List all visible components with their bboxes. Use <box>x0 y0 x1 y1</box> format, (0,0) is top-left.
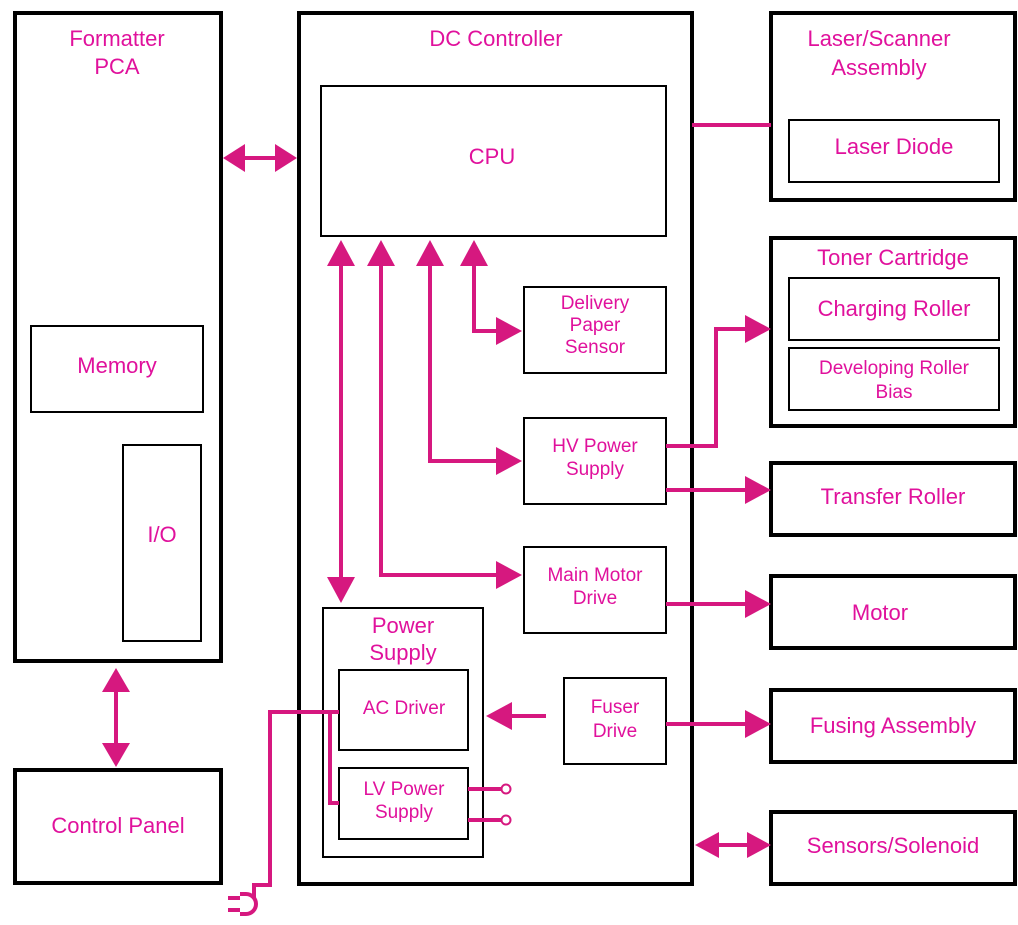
main-motor-drive-line2: Drive <box>573 588 617 609</box>
memory-label: Memory <box>77 353 156 378</box>
hv-toner-cartridge-line <box>666 315 771 448</box>
laser-scanner-title-line2: Assembly <box>831 55 926 80</box>
fuser-drive-line2: Drive <box>593 721 637 742</box>
hv-transfer-roller-line <box>666 476 771 504</box>
delivery-sensor-line1: Delivery <box>561 293 630 314</box>
cpu-power-supply-bus <box>327 240 355 603</box>
cpu-delivery-sensor-line <box>460 240 522 345</box>
formatter-dc-controller-bus <box>223 144 297 172</box>
control-panel-label: Control Panel <box>51 813 184 838</box>
lv-power-supply-line2: Supply <box>375 802 434 823</box>
toner-cartridge-title: Toner Cartridge <box>817 245 969 270</box>
ac-power-input-line <box>252 710 339 898</box>
formatter-title-line2: PCA <box>94 54 140 79</box>
cpu-label: CPU <box>469 144 515 169</box>
developing-roller-line2: Bias <box>876 382 913 403</box>
main-motor-drive-line1: Main Motor <box>547 565 643 586</box>
control-panel-block: Control Panel <box>13 768 223 885</box>
sensors-solenoid-bus <box>695 832 771 858</box>
motor-label: Motor <box>852 600 908 625</box>
charging-roller-label: Charging Roller <box>818 296 971 321</box>
lv-power-supply-line1: LV Power <box>364 779 446 800</box>
formatter-title-line1: Formatter <box>69 26 164 51</box>
fuser-drive-ac-driver-arrow <box>486 702 546 730</box>
dc-controller-block: DC Controller CPU Delivery Paper Sensor … <box>297 11 694 886</box>
cpu-hv-power-supply-line <box>416 240 522 475</box>
main-motor-drive-motor-line <box>666 590 771 618</box>
fusing-assembly-block: Fusing Assembly <box>769 688 1017 764</box>
laser-scanner-block: Laser/Scanner Assembly Laser Diode <box>769 11 1017 202</box>
fusing-assembly-label: Fusing Assembly <box>810 713 976 738</box>
toner-cartridge-block: Toner Cartridge Charging Roller Developi… <box>769 236 1017 428</box>
fuser-drive-fusing-line <box>666 710 771 738</box>
fuser-drive-line1: Fuser <box>591 697 640 718</box>
hv-power-supply-line1: HV Power <box>552 436 638 457</box>
laser-scanner-title-line1: Laser/Scanner <box>807 26 950 51</box>
cpu-main-motor-drive-line <box>367 240 522 589</box>
power-plug-icon <box>228 892 258 916</box>
formatter-pca-block: Formatter PCA Memory I/O <box>13 11 223 663</box>
power-supply-title-line2: Supply <box>369 640 436 665</box>
ac-driver-label: AC Driver <box>363 698 446 719</box>
hv-power-supply-line2: Supply <box>566 459 625 480</box>
io-label: I/O <box>147 522 176 547</box>
delivery-sensor-line3: Sensor <box>565 337 626 358</box>
laser-diode-label: Laser Diode <box>835 134 954 159</box>
sensors-solenoid-label: Sensors/Solenoid <box>807 833 979 858</box>
developing-roller-line1: Developing Roller <box>819 358 970 379</box>
lv-output-terminal-1 <box>468 783 512 795</box>
formatter-control-panel-bus <box>102 668 130 767</box>
dc-controller-title: DC Controller <box>429 26 562 51</box>
delivery-sensor-line2: Paper <box>570 315 621 336</box>
lv-output-terminal-2 <box>468 814 512 826</box>
power-supply-title-line1: Power <box>372 613 434 638</box>
sensors-solenoid-block: Sensors/Solenoid <box>769 810 1017 886</box>
transfer-roller-block: Transfer Roller <box>769 461 1017 537</box>
transfer-roller-label: Transfer Roller <box>821 484 966 509</box>
motor-block: Motor <box>769 574 1017 650</box>
